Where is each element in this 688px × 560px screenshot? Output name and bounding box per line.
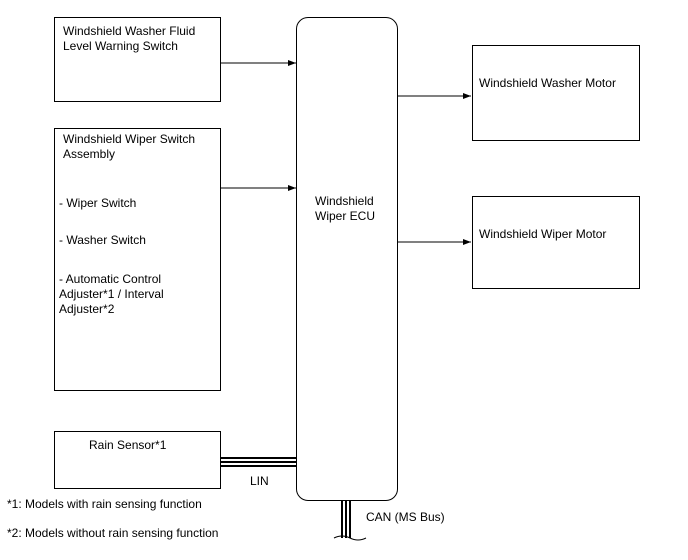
wiper-ecu-box: Windshield Wiper ECU [296, 17, 398, 501]
rain-sensor-label: Rain Sensor*1 [89, 438, 167, 452]
wiper-motor-box: Windshield Wiper Motor [472, 196, 640, 289]
footnote-2: *2: Models without rain sensing function [7, 526, 219, 540]
footnote-1: *1: Models with rain sensing function [7, 497, 202, 511]
can-bus-label: CAN (MS Bus) [366, 510, 445, 524]
washer-fluid-level-switch-label: Windshield Washer Fluid Level Warning Sw… [63, 24, 196, 53]
wiper-switch-item: - Wiper Switch [59, 196, 137, 210]
lin-label: LIN [250, 474, 269, 488]
wiper-switch-assembly-title: Windshield Wiper Switch Assembly [63, 132, 196, 161]
can-bus-line [333, 501, 367, 541]
washer-motor-label: Windshield Washer Motor [479, 76, 616, 90]
washer-fluid-level-switch-box: Windshield Washer Fluid Level Warning Sw… [54, 17, 221, 102]
rain-sensor-box: Rain Sensor*1 [54, 431, 221, 489]
washer-motor-box: Windshield Washer Motor [472, 45, 640, 141]
washer-switch-item: - Washer Switch [59, 233, 146, 247]
wiper-ecu-label: Windshield Wiper ECU [315, 194, 376, 223]
adjuster-item: - Automatic Control Adjuster*1 / Interva… [59, 272, 164, 316]
wiper-switch-assembly-box: Windshield Wiper Switch Assembly - Wiper… [54, 128, 221, 391]
lin-bus-line [221, 457, 297, 467]
wiper-motor-label: Windshield Wiper Motor [479, 227, 607, 241]
